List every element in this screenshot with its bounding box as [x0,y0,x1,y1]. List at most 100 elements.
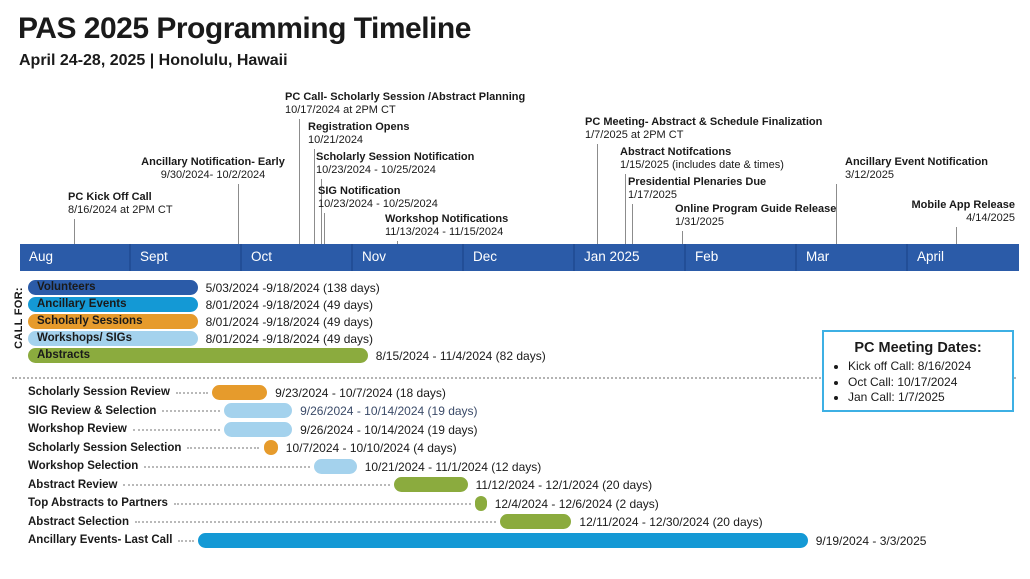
gantt-bar [212,384,268,400]
dotted-leader [162,410,220,412]
month-label: Sept [140,249,168,264]
gantt-bar: Volunteers [28,280,198,295]
milestone-title: Workshop Notifications [385,213,509,225]
milestone-line [299,119,301,244]
page-title: PAS 2025 Programming Timeline [18,12,471,45]
milestone-date: 10/21/2024 [308,134,364,146]
row-dates: 12/11/2024 - 12/30/2024 (20 days) [579,515,763,529]
milestone-date: 1/31/2025 [675,216,724,228]
milestone-line [73,219,75,244]
gantt-bar: Ancillary Events [28,297,198,312]
row-label: Scholarly Session Selection [28,441,182,454]
pc-meeting-dates-list: Kick off Call: 8/16/2024Oct Call: 10/17/… [824,359,1012,406]
milestone-title: Ancillary Event Notification [845,156,989,168]
milestone-date: 8/16/2024 at 2PM CT [68,204,173,216]
milestone-line [682,231,684,244]
milestone-title: Scholarly Session Notification [316,151,475,163]
month-label: April [917,249,945,264]
milestone-title: Presidential Plenaries Due [628,176,767,188]
row-dates: 8/01/2024 -9/18/2024 (49 days) [205,315,374,329]
month-label: Jan 2025 [584,249,640,264]
gantt-bar [263,440,278,455]
dotted-leader [144,465,310,468]
milestone-line [956,227,958,244]
row-dates: 8/01/2024 -9/18/2024 (49 days) [205,298,374,312]
milestone-title: Abstract Notifcations [620,146,732,158]
row-label: Top Abstracts to Partners [28,497,168,509]
row-label: SIG Review & Selection [28,404,157,417]
milestone-title: PC Kick Off Call [68,191,152,203]
milestone-title: Online Program Guide Release [675,203,837,215]
month-cell: Jan 2025 [575,244,686,271]
milestone-title: Ancillary Notification- Early [141,156,285,168]
row-dates: 8/01/2024 -9/18/2024 (49 days) [205,332,374,346]
gantt-bar: Workshops/ SIGs [28,331,198,346]
row-dates: 9/19/2024 - 3/3/2025 [815,533,927,548]
milestone-date: 10/17/2024 at 2PM CT [285,104,396,116]
dotted-leader [133,428,220,431]
month-cell: April [908,244,1019,271]
milestone-title: PC Call- Scholarly Session /Abstract Pla… [285,91,526,103]
bar-label: Volunteers [37,281,96,293]
gantt-bar [499,514,572,529]
row-label: Workshop Selection [28,460,139,472]
row-dates: 12/4/2024 - 12/6/2024 (2 days) [494,496,659,511]
row-label: Scholarly Session Review [28,386,170,398]
row-dates: 9/26/2024 - 10/14/2024 (19 days) [300,404,478,418]
dotted-leader [135,521,496,523]
milestone-title: Registration Opens [308,121,410,133]
month-cell: Oct [242,244,353,271]
pc-meeting-date-item: Kick off Call: 8/16/2024 [848,359,1012,375]
dotted-leader [176,391,209,394]
gantt-bar [474,495,487,511]
month-cell: Dec [464,244,575,271]
dotted-leader [123,484,390,486]
pc-meeting-dates-box: PC Meeting Dates: Kick off Call: 8/16/20… [822,330,1014,412]
section-divider [12,377,1016,379]
bar-label: Abstracts [37,349,91,361]
pc-meeting-date-item: Jan Call: 1/7/2025 [848,390,1012,406]
page-subtitle: April 24-28, 2025 | Honolulu, Hawaii [19,52,288,69]
milestone-title: SIG Notification [318,185,401,197]
month-cell: Feb [686,244,797,271]
pc-meeting-dates-title: PC Meeting Dates: [854,340,982,356]
month-cell: Nov [353,244,464,271]
row-dates: 5/03/2024 -9/18/2024 (138 days) [205,281,380,295]
month-cell: Aug [20,244,131,271]
milestone-title: PC Meeting- Abstract & Schedule Finaliza… [585,116,823,128]
milestone-date: 10/23/2024 - 10/25/2024 [316,164,436,176]
month-cell: Mar [797,244,908,271]
milestone-date: 11/13/2024 - 11/15/2024 [385,226,504,238]
bar-label: Scholarly Sessions [37,315,143,327]
gantt-bar [313,458,357,474]
month-label: Oct [251,249,273,264]
milestone-line [836,184,838,244]
pc-meeting-date-item: Oct Call: 10/17/2024 [848,375,1012,391]
month-label: Mar [806,249,830,264]
row-dates: 10/21/2024 - 11/1/2024 (12 days) [364,459,542,474]
milestone-date: 1/15/2025 (includes date & times) [620,159,784,171]
month-label: Nov [362,249,387,264]
month-cell: Sept [131,244,242,271]
milestone-line [313,149,315,244]
call-for-section-label: CALL FOR: [13,287,25,349]
row-dates: 9/23/2024 - 10/7/2024 (18 days) [275,385,446,400]
gantt-bar: Scholarly Sessions [28,314,198,329]
gantt-bar: Abstracts [28,348,368,363]
month-label: Feb [695,249,719,264]
milestone-line [632,204,634,244]
milestone-line [320,179,322,244]
gantt-bar [197,532,808,548]
milestone-date: 10/23/2024 - 10/25/2024 [318,198,438,210]
dotted-leader [174,502,471,505]
milestone-line [625,174,627,244]
